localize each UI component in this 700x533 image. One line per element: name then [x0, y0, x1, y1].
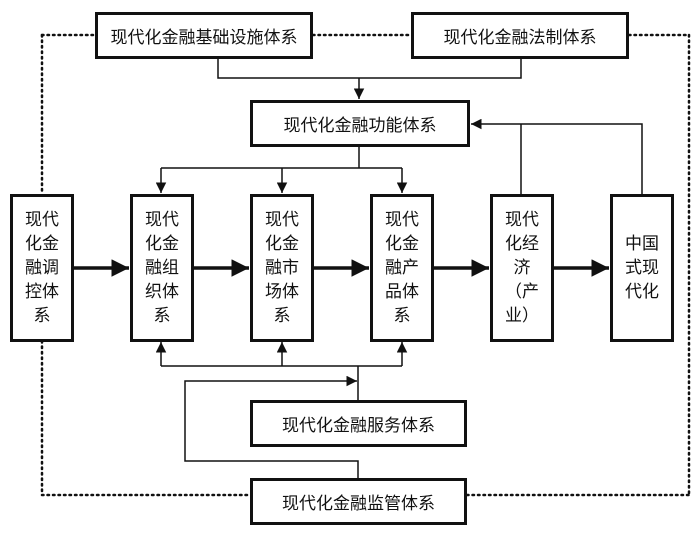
- legal-system-label: 现代化金融法制体系: [443, 28, 597, 48]
- supervision-system-label: 现代化金融监管体系: [282, 494, 435, 514]
- edge-infrastructure-to-function: [217, 58, 359, 79]
- organization-system-label: 现代化金融组织体系: [145, 210, 179, 326]
- chinese-modernization-box: 中国式现代化: [610, 194, 674, 342]
- regulation-system-label: 现代化金融调控体系: [25, 210, 59, 326]
- market-system-label: 现代化金融市场体系: [265, 210, 299, 326]
- market-system-box: 现代化金融市场体系: [250, 194, 314, 342]
- modern-economy-box: 现代化经济（产业）: [490, 194, 554, 342]
- modern-economy-label: 现代化经济（产业）: [505, 210, 539, 326]
- organization-system-box: 现代化金融组织体系: [130, 194, 194, 342]
- infrastructure-system-label: 现代化金融基础设施体系: [110, 28, 298, 48]
- product-system-box: 现代化金融产品体系: [370, 194, 434, 342]
- regulation-system-box: 现代化金融调控体系: [10, 194, 74, 342]
- dotted-feedback-loop: [40, 33, 691, 497]
- legal-system-box: 现代化金融法制体系: [411, 12, 629, 59]
- function-system-box: 现代化金融功能体系: [250, 100, 470, 147]
- infrastructure-system-box: 现代化金融基础设施体系: [95, 12, 313, 59]
- edge-supervision-to-service: [184, 375, 359, 478]
- function-system-label: 现代化金融功能体系: [283, 116, 437, 136]
- service-system-box: 现代化金融服务体系: [250, 400, 467, 447]
- edge-modernization-feedback: [471, 118, 643, 194]
- product-system-label: 现代化金融产品体系: [385, 210, 419, 326]
- supervision-system-box: 现代化金融监管体系: [250, 478, 467, 525]
- edge-legal-to-function: [359, 58, 522, 79]
- chinese-modernization-label: 中国式现代化: [625, 234, 659, 302]
- service-system-label: 现代化金融服务体系: [282, 416, 435, 436]
